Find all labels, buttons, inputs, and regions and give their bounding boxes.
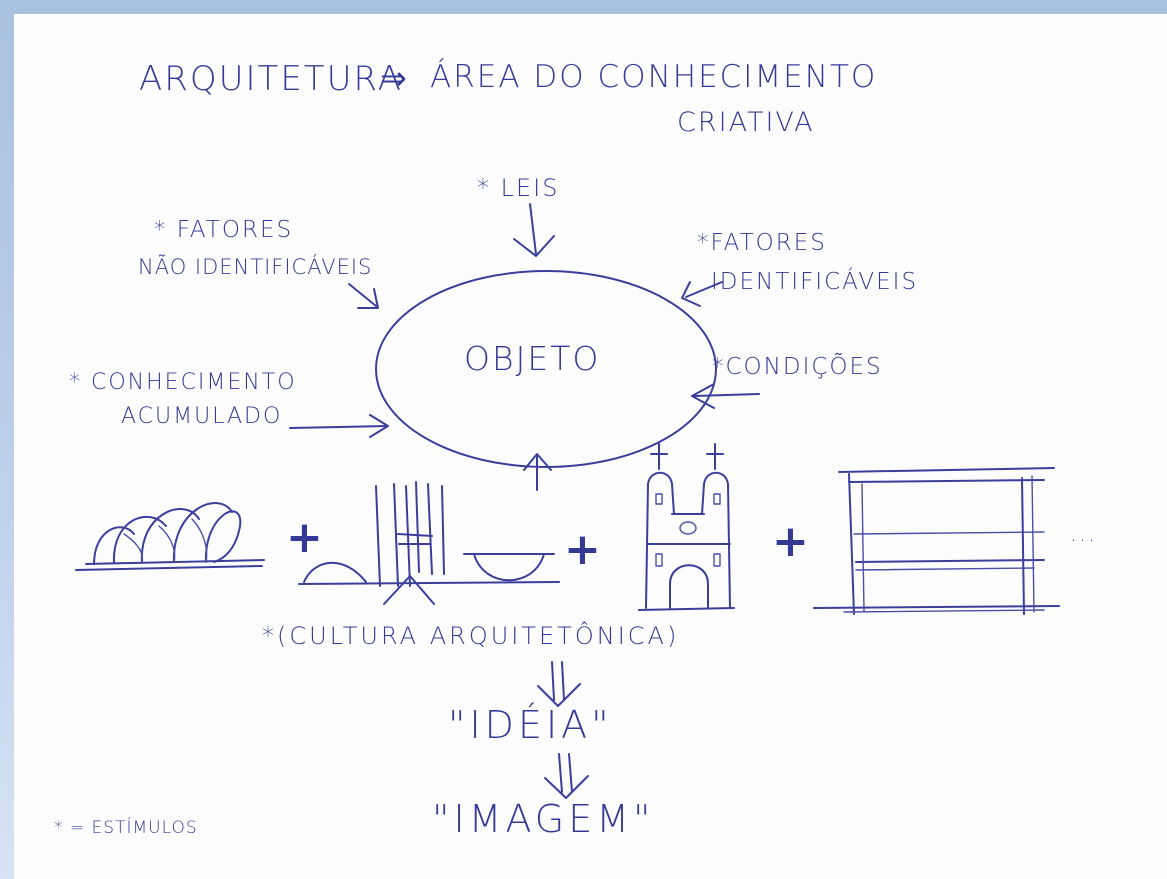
double-arrow-1 bbox=[537, 661, 581, 707]
cultura-label: *(CULTURA ARQUITETÔNICA) bbox=[262, 622, 680, 650]
objeto-ellipse bbox=[375, 270, 717, 468]
shell-building-sketch bbox=[75, 502, 265, 571]
fatores-id-arrow bbox=[681, 281, 723, 307]
sketch-paper: ARQUITETURA ⇒ ÁREA DO CONHECIMENTO CRIAT… bbox=[14, 14, 1167, 879]
plus-sign-3: + bbox=[772, 516, 811, 567]
ellipsis: ... bbox=[1070, 522, 1097, 547]
fatores-nao-label-1: * FATORES bbox=[154, 217, 294, 243]
conhecimento-label-1: * CONHECIMENTO bbox=[69, 370, 297, 395]
title-area-conhecimento: ÁREA DO CONHECIMENTO bbox=[430, 59, 878, 95]
condicoes-label: *CONDIÇÕES bbox=[712, 354, 883, 380]
double-arrow-2 bbox=[544, 753, 589, 799]
leis-arrow bbox=[513, 203, 555, 257]
condicoes-arrow bbox=[691, 383, 760, 409]
cultura-arrow bbox=[523, 453, 552, 491]
ideia-label: "IDÉIA" bbox=[448, 703, 613, 747]
title-implies-arrow: ⇒ bbox=[380, 59, 409, 97]
plus-sign-2: + bbox=[564, 524, 603, 575]
fatores-nao-label-2: NÃO IDENTIFICÁVEIS bbox=[138, 255, 373, 279]
title-criativa: CRIATIVA bbox=[677, 107, 815, 138]
fatores-id-label-1: *FATORES bbox=[697, 230, 827, 256]
imagem-label: "IMAGEM" bbox=[432, 797, 655, 841]
objeto-label: OBJETO bbox=[464, 339, 601, 378]
legend-estimulos: * = ESTÍMULOS bbox=[54, 818, 198, 838]
conhecimento-label-2: ACUMULADO bbox=[121, 404, 283, 429]
conhecimento-arrow bbox=[289, 414, 389, 438]
fatores-id-label-2: IDENTIFICÁVEIS bbox=[711, 269, 919, 295]
title-arquitetura: ARQUITETURA bbox=[139, 59, 403, 99]
congress-building-sketch bbox=[298, 481, 560, 605]
sketch-drawing bbox=[75, 203, 1060, 799]
plus-sign-1: + bbox=[286, 512, 325, 563]
church-sketch bbox=[638, 443, 735, 611]
leis-label: * LEIS bbox=[477, 174, 560, 202]
fatores-nao-arrow bbox=[348, 283, 379, 309]
frame-building-sketch bbox=[813, 467, 1060, 615]
